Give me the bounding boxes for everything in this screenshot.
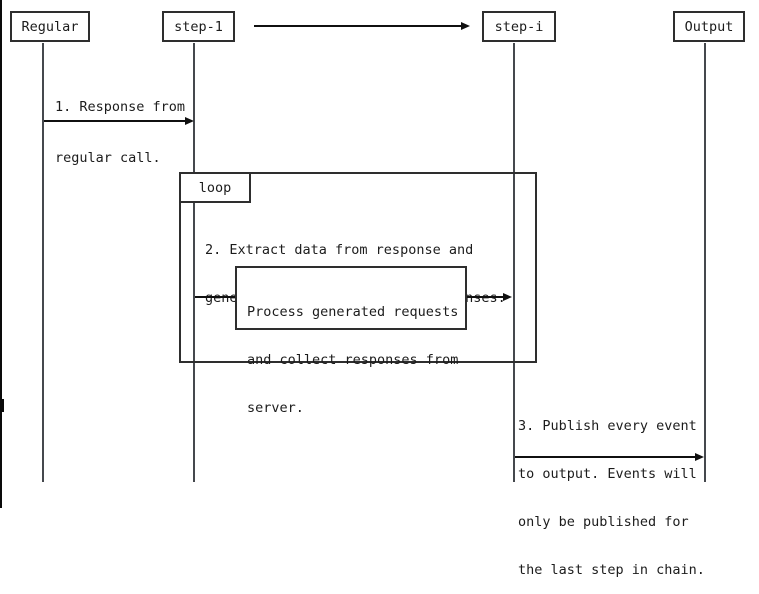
message-3-arrow-line bbox=[515, 456, 696, 458]
process-connector-line bbox=[195, 296, 235, 298]
chain-arrow-head-icon bbox=[461, 21, 470, 30]
left-border-notch bbox=[0, 399, 4, 412]
participant-label-step-i: step-i bbox=[494, 18, 544, 35]
left-border-line bbox=[0, 0, 2, 508]
participant-label-regular: Regular bbox=[21, 18, 79, 35]
process-box-line-1: Process generated requests bbox=[247, 304, 459, 320]
process-arrow-line bbox=[467, 296, 504, 298]
message-1-label: 1. Response from regular call. bbox=[55, 65, 185, 184]
message-1-arrow-line bbox=[44, 120, 186, 122]
message-3-arrow-head-icon bbox=[695, 452, 704, 461]
chain-arrow-line bbox=[254, 25, 462, 27]
message-1-arrow-head-icon bbox=[185, 116, 194, 125]
participant-label-output: Output bbox=[684, 18, 734, 35]
loop-label-box: loop bbox=[179, 172, 251, 203]
lifeline-regular bbox=[42, 43, 44, 482]
lifeline-step-i bbox=[513, 43, 515, 482]
message-3-line-3: only be published for bbox=[518, 514, 689, 530]
message-2-line-1: 2. Extract data from response and bbox=[205, 241, 474, 258]
process-box: Process generated requests and collect r… bbox=[235, 266, 467, 416]
loop-frame bbox=[179, 172, 537, 363]
participant-label-step-1: step-1 bbox=[174, 18, 223, 35]
message-3-line-4: the last step in chain. bbox=[518, 562, 705, 578]
message-3-line-1: 3. Publish every event bbox=[518, 418, 697, 434]
sequence-diagram: { "participants": [ {"label": "Regular"}… bbox=[0, 0, 745, 578]
message-3-line-2: to output. Events will bbox=[518, 466, 697, 482]
loop-label: loop bbox=[198, 179, 232, 196]
message-3-label: 3. Publish every event to output. Events… bbox=[518, 386, 705, 594]
process-box-line-2: and collect responses from bbox=[247, 352, 459, 368]
process-box-line-3: server. bbox=[247, 400, 304, 416]
participant-box-step-i: step-i bbox=[482, 11, 556, 42]
lifeline-output bbox=[704, 43, 706, 482]
participant-box-output: Output bbox=[673, 11, 745, 42]
participant-box-regular: Regular bbox=[10, 11, 90, 42]
message-1-line-2: regular call. bbox=[55, 150, 161, 166]
lifeline-step-1 bbox=[193, 43, 195, 482]
process-arrow-head-icon bbox=[503, 292, 512, 301]
participant-box-step-1: step-1 bbox=[162, 11, 235, 42]
message-1-line-1: 1. Response from bbox=[55, 99, 186, 115]
